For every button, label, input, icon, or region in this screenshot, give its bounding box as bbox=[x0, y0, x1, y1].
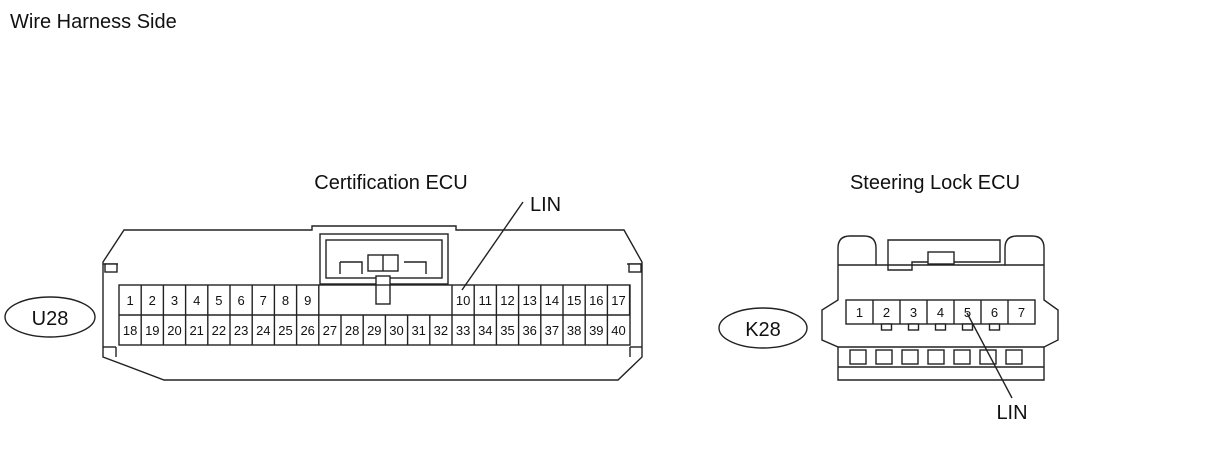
u28-pin-1: 1 bbox=[126, 293, 133, 308]
u28-pin-4: 4 bbox=[193, 293, 200, 308]
connector-u28-callout-line bbox=[461, 201, 524, 291]
k28-pin-2: 2 bbox=[883, 305, 890, 320]
u28-pin-18: 18 bbox=[123, 323, 137, 338]
k28-pin-7: 7 bbox=[1018, 305, 1025, 320]
connector-u28-callout: LIN bbox=[530, 194, 561, 216]
u28-pin-40: 40 bbox=[611, 323, 625, 338]
u28-pin-35: 35 bbox=[500, 323, 514, 338]
u28-pin-13: 13 bbox=[522, 293, 536, 308]
u28-pin-26: 26 bbox=[300, 323, 314, 338]
u28-pin-22: 22 bbox=[212, 323, 226, 338]
u28-pin-11: 11 bbox=[479, 293, 493, 308]
u28-pin-21: 21 bbox=[189, 323, 203, 338]
u28-pin-25: 25 bbox=[278, 323, 292, 338]
connector-u28-latch bbox=[319, 233, 449, 305]
u28-pin-7: 7 bbox=[260, 293, 267, 308]
u28-pin-10: 10 bbox=[456, 293, 470, 308]
k28-pin-3: 3 bbox=[910, 305, 917, 320]
u28-pin-19: 19 bbox=[145, 323, 159, 338]
u28-pin-8: 8 bbox=[282, 293, 289, 308]
u28-pin-23: 23 bbox=[234, 323, 248, 338]
connector-u28-name: Certification ECU bbox=[314, 172, 467, 194]
u28-pin-16: 16 bbox=[589, 293, 603, 308]
u28-pin-32: 32 bbox=[434, 323, 448, 338]
u28-pin-34: 34 bbox=[478, 323, 492, 338]
u28-pin-9: 9 bbox=[304, 293, 311, 308]
connector-u28-code-badge bbox=[4, 296, 96, 338]
k28-pin-6: 6 bbox=[991, 305, 998, 320]
u28-pin-12: 12 bbox=[500, 293, 514, 308]
k28-pin-4: 4 bbox=[937, 305, 944, 320]
u28-pin-28: 28 bbox=[345, 323, 359, 338]
u28-pin-15: 15 bbox=[567, 293, 581, 308]
u28-pin-6: 6 bbox=[237, 293, 244, 308]
diagram-title: Wire Harness Side bbox=[10, 11, 177, 33]
u28-pin-31: 31 bbox=[411, 323, 425, 338]
u28-pin-20: 20 bbox=[167, 323, 181, 338]
u28-pin-39: 39 bbox=[589, 323, 603, 338]
connector-k28: Steering Lock ECU 1 2 3 4 5 6 7 LIN K28 bbox=[718, 172, 1059, 424]
u28-pin-30: 30 bbox=[389, 323, 403, 338]
u28-pin-27: 27 bbox=[323, 323, 337, 338]
connector-k28-code-badge bbox=[718, 307, 808, 349]
u28-pin-36: 36 bbox=[522, 323, 536, 338]
connector-k28-housing bbox=[821, 235, 1059, 381]
connector-u28-housing bbox=[102, 225, 643, 381]
connector-k28-code: K28 bbox=[745, 319, 781, 341]
u28-pin-2: 2 bbox=[149, 293, 156, 308]
connector-k28-callout: LIN bbox=[996, 402, 1027, 424]
u28-pin-24: 24 bbox=[256, 323, 270, 338]
u28-pin-5: 5 bbox=[215, 293, 222, 308]
connector-k28-name: Steering Lock ECU bbox=[850, 172, 1020, 194]
k28-pin-5: 5 bbox=[964, 305, 971, 320]
k28-pin-1: 1 bbox=[856, 305, 863, 320]
u28-pin-14: 14 bbox=[545, 293, 559, 308]
connector-k28-callout-line bbox=[966, 312, 1013, 399]
u28-pin-37: 37 bbox=[545, 323, 559, 338]
u28-pin-3: 3 bbox=[171, 293, 178, 308]
u28-pin-33: 33 bbox=[456, 323, 470, 338]
u28-pin-29: 29 bbox=[367, 323, 381, 338]
connector-u28-code: U28 bbox=[32, 308, 69, 330]
u28-pin-17: 17 bbox=[611, 293, 625, 308]
u28-pin-38: 38 bbox=[567, 323, 581, 338]
